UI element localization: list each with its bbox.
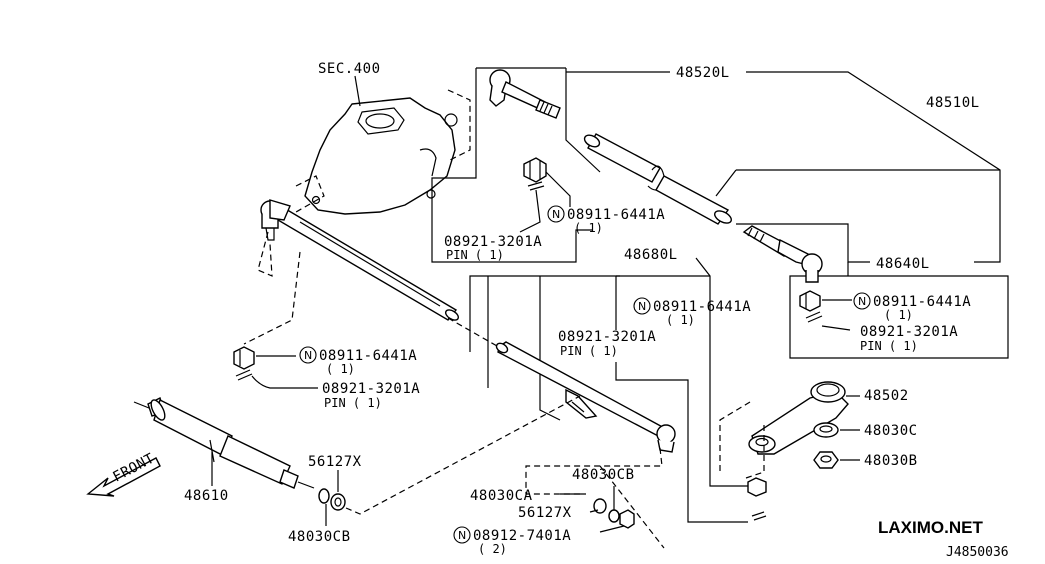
svg-text:N: N (458, 529, 466, 542)
steering-damper (133, 396, 315, 489)
bushing-56127x-a (330, 493, 346, 511)
n-symbol-icon: N (299, 346, 317, 364)
callout-nut-mid-part: 08911-6441A (653, 299, 751, 315)
leader-48680l-left (469, 275, 620, 352)
dashed-link-damper (345, 395, 581, 515)
leader-48510l-tube (715, 169, 737, 197)
nut-48030b (813, 451, 839, 469)
label-48030cb-a: 48030CB (288, 529, 351, 545)
leader-56127x-b (589, 509, 599, 513)
n-symbol-icon: N (547, 205, 565, 223)
dashed-link-pitman (719, 401, 765, 479)
center-link (495, 341, 676, 453)
callout-nut-left-qty: ( 1) (326, 362, 355, 376)
svg-text:N: N (858, 295, 866, 308)
n-symbol-icon: N (853, 292, 871, 310)
tie-rod-end-box-48640l (736, 223, 1009, 359)
dashed-link-bottom (525, 447, 665, 549)
callout-pin-left-part: 08921-3201A (322, 381, 420, 397)
callout-pin-top-part: 08921-3201A (444, 234, 542, 250)
svg-text:N: N (304, 349, 312, 362)
callout-nut-left-part: 08911-6441A (319, 348, 417, 364)
callout-nut-top-qty: ( 1) (574, 221, 603, 235)
tie-rod-end-48520l (489, 69, 561, 119)
label-48030cb-b: 48030CB (572, 467, 635, 483)
castle-nut-left (233, 346, 255, 370)
label-48680l: 48680L (624, 247, 678, 263)
callout-pin-mid-part: 08921-3201A (558, 329, 656, 345)
callout-nut-bottom-part: 08912-7401A (473, 528, 571, 544)
leader-sec400 (354, 75, 361, 107)
label-48030ca: 48030CA (470, 488, 533, 504)
callout-pin-right-qty: PIN ( 1) (860, 339, 918, 353)
pitman-arm (748, 381, 849, 455)
sec400-housing (304, 89, 471, 215)
leader-pin-mid (615, 362, 748, 523)
label-48030b: 48030B (864, 453, 918, 469)
adjusting-tube (583, 133, 732, 225)
leader-pin-right (821, 325, 851, 331)
label-56127x-a: 56127X (308, 454, 362, 470)
cotter-pin-left (235, 369, 253, 381)
svg-text:N: N (638, 300, 646, 313)
n-symbol-icon: N (453, 526, 471, 544)
left-tie-rod (260, 199, 460, 321)
callout-nut-top-part: 08911-6441A (567, 207, 665, 223)
svg-text:N: N (552, 208, 560, 221)
callout-pin-mid-qty: PIN ( 1) (560, 344, 618, 358)
washer-48030c (813, 422, 839, 438)
leader-48680l-rod (539, 276, 561, 421)
leader-pin-top (519, 189, 541, 233)
cotter-pin-pitman (751, 511, 767, 521)
dashed-link-center (447, 317, 505, 351)
callout-pin-left-qty: PIN ( 1) (324, 396, 382, 410)
callout-nut-right-qty: ( 1) (884, 308, 913, 322)
dashed-link-upper-left (257, 175, 325, 277)
tie-rod-end-48640l (742, 225, 823, 283)
brand-watermark: LAXIMO.NET (878, 518, 983, 537)
castle-nut-right (799, 290, 821, 312)
label-48502: 48502 (864, 388, 909, 404)
callout-pin-right-part: 08921-3201A (860, 324, 958, 340)
label-48640l: 48640L (876, 256, 930, 272)
leader-48680l-right (695, 257, 748, 487)
label-48610: 48610 (184, 488, 229, 504)
diagram-code: J4850036 (946, 545, 1009, 560)
leader-nut-top (545, 171, 571, 207)
castle-nut-top (523, 157, 547, 183)
callout-nut-mid-qty: ( 1) (666, 313, 695, 327)
callout-nut-right-part: 08911-6441A (873, 294, 971, 310)
tie-rod-end-box-48520l (431, 67, 592, 263)
leader-pin-left (251, 375, 318, 389)
cotter-pin-top (527, 181, 545, 191)
bushing-56127x-b (593, 498, 607, 514)
front-arrow-icon (86, 457, 161, 497)
castle-nut-pitman (747, 477, 767, 497)
label-56127x-b: 56127X (518, 505, 572, 521)
n-symbol-icon: N (633, 297, 651, 315)
cotter-pin-right (805, 311, 823, 323)
label-48520l: 48520L (676, 65, 730, 81)
label-sec400: SEC.400 (318, 61, 381, 77)
label-48030c: 48030C (864, 423, 918, 439)
washer-48030cb-a (318, 488, 330, 504)
callout-nut-bottom-qty: ( 2) (478, 542, 507, 556)
callout-pin-top-qty: PIN ( 1) (446, 248, 504, 262)
leader-nut-bottom (599, 525, 625, 533)
dashed-link-left (243, 251, 301, 345)
label-48510l: 48510L (926, 95, 980, 111)
washer-48030cb-b (608, 509, 620, 523)
nut-08912 (619, 509, 635, 529)
leader-48520l-a (565, 68, 601, 173)
